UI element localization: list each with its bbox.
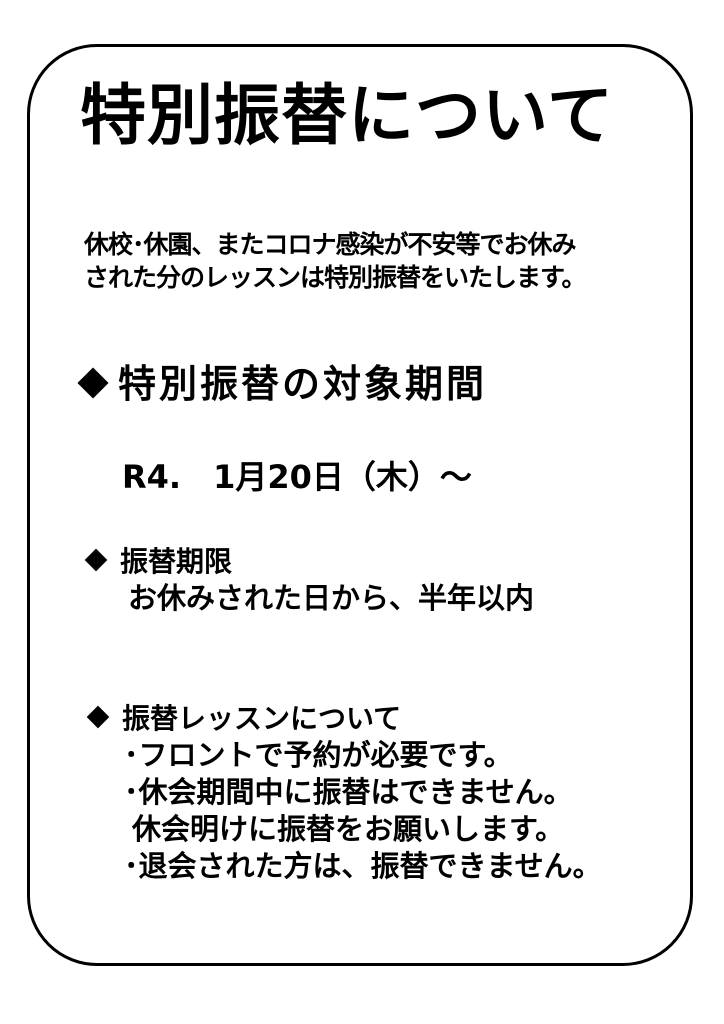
- deadline-heading-text: 振替期限: [120, 545, 233, 578]
- intro-line-1: 休校･休園、またコロナ感染が不安等でお休み: [84, 230, 577, 259]
- lesson-heading-text: 振替レッスンについて: [122, 702, 402, 735]
- period-heading-text: 特別振替の対象期間: [118, 362, 488, 406]
- rounded-border-frame: [27, 44, 693, 966]
- deadline-detail: お休みされた日から、半年以内: [128, 581, 535, 615]
- period-section-heading: 特別振替の対象期間: [74, 360, 487, 408]
- diamond-bullet-icon: [77, 366, 109, 399]
- diamond-bullet-icon: [84, 548, 108, 572]
- lesson-item-withdrawal: ･退会された方は、振替できません。: [124, 849, 602, 883]
- lesson-section: 振替レッスンについて ･フロントで予約が必要です。 ･休会期間中に振替はできませ…: [84, 700, 602, 885]
- page-title: 特別振替について: [80, 77, 615, 154]
- lesson-item-after-suspension: 休会明けに振替をお願いします。: [132, 812, 565, 846]
- intro-paragraph: 休校･休園、またコロナ感染が不安等でお休み された分のレッスンは特別振替をいたし…: [84, 228, 644, 294]
- intro-line-2: された分のレッスンは特別振替をいたします。: [84, 263, 587, 292]
- diamond-bullet-icon: [86, 705, 110, 729]
- deadline-section: 振替期限 お休みされた日から、半年以内: [82, 543, 534, 617]
- lesson-heading: 振替レッスンについて: [84, 700, 602, 737]
- lesson-item-reservation: ･フロントで予約が必要です。: [124, 738, 513, 772]
- deadline-heading: 振替期限: [82, 543, 534, 580]
- period-date: R4. 1月20日（木）～: [122, 458, 472, 496]
- lesson-item-suspension: ･休会期間中に振替はできません。: [124, 775, 573, 809]
